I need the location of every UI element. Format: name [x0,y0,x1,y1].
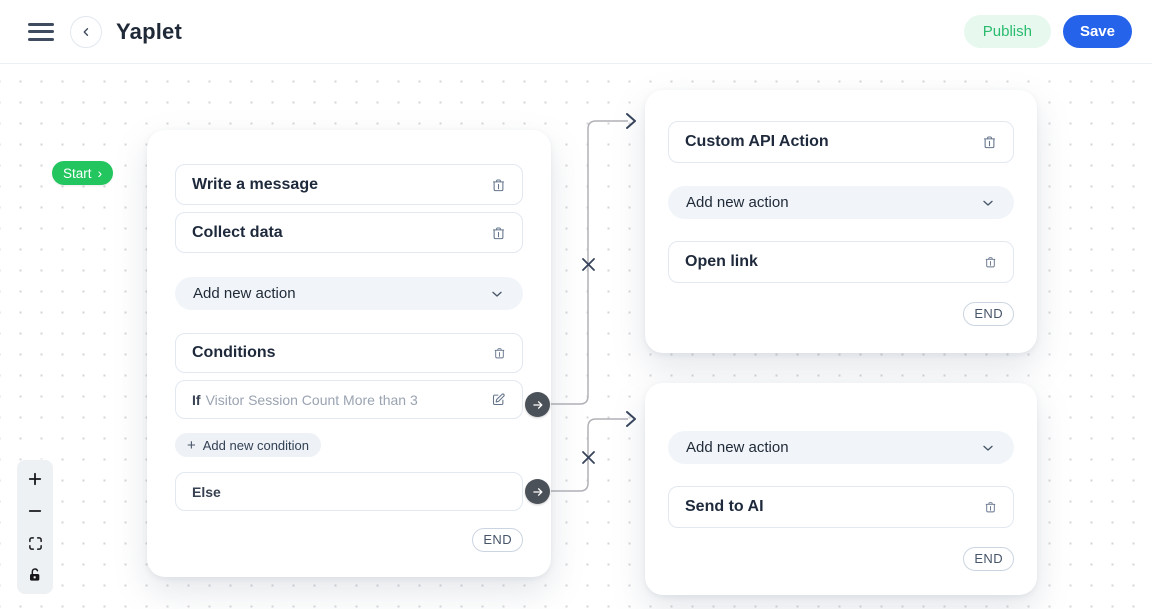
zoom-in-button[interactable] [17,463,53,495]
hamburger-icon [28,22,54,26]
delete-button[interactable] [491,225,506,241]
end-badge: END [963,547,1014,571]
edge-if-to-top-node [550,120,628,405]
action-label: Send to AI [685,498,764,515]
node-card-bottom: Add new action Send to AI END [645,383,1037,595]
if-prefix: If [192,391,201,408]
add-condition-label: Add new condition [202,437,310,453]
unlock-icon [30,568,40,581]
end-badge: END [963,302,1014,326]
conditions-row[interactable]: Conditions [175,333,523,373]
add-action-dropdown[interactable]: Add new action [668,186,1014,219]
lock-toggle-button[interactable] [17,559,53,591]
node-card-top: Custom API Action Add new action Open li… [645,90,1037,353]
action-row-write-message[interactable]: Write a message [175,164,523,205]
arrow-right-icon [532,400,542,409]
trash-icon [985,502,996,513]
arrowhead-icon [626,411,636,427]
edge-delete-x-icon[interactable] [582,451,595,464]
add-action-label: Add new action [686,194,789,211]
edge-else-to-bottom-node [550,418,628,492]
add-condition-button[interactable]: + Add new condition [175,433,322,457]
action-row-open-link[interactable]: Open link [668,241,1014,283]
trash-icon [983,136,996,149]
chevron-down-icon [489,286,505,302]
delete-button[interactable] [984,500,997,514]
action-label: Open link [685,253,758,270]
start-node[interactable]: Start › [52,161,114,185]
chevron-right-icon: › [97,165,103,181]
edit-button[interactable] [491,392,506,407]
add-action-dropdown[interactable]: Add new action [668,431,1014,464]
canvas-controls [17,460,53,594]
action-label: Write a message [192,175,318,193]
else-label: Else [192,483,221,500]
minus-icon [28,510,42,512]
action-label: Collect data [192,223,283,241]
fit-view-button[interactable] [17,527,53,559]
back-button[interactable] [70,15,102,48]
condition-if-row[interactable]: If Visitor Session Count More than 3 [175,380,523,419]
trash-icon [492,178,505,191]
delete-button[interactable] [491,177,506,193]
conditions-title: Conditions [192,344,276,361]
trash-icon [492,226,505,239]
add-action-dropdown[interactable]: Add new action [175,277,523,310]
zoom-out-button[interactable] [17,495,53,527]
plus-icon [28,472,42,486]
fit-view-icon [28,536,42,550]
action-row-custom-api[interactable]: Custom API Action [668,121,1014,163]
delete-button[interactable] [493,346,506,360]
connector-handle-if[interactable] [525,392,550,417]
end-badge: END [472,528,523,552]
plus-icon: + [187,436,196,454]
condition-else-row[interactable]: Else [175,472,523,511]
save-button[interactable]: Save [1062,15,1132,48]
menu-button[interactable] [28,22,54,42]
edge-delete-x-icon[interactable] [582,258,595,271]
page-title: Yaplet [116,18,183,44]
publish-button[interactable]: Publish [963,15,1051,48]
action-label: Custom API Action [685,133,829,150]
if-condition-text: Visitor Session Count More than 3 [205,391,418,408]
chevron-left-icon [83,27,89,36]
trash-icon [494,348,505,359]
start-label: Start [63,165,92,181]
app-header: Yaplet Publish Save [0,0,1152,64]
action-row-collect-data[interactable]: Collect data [175,212,523,253]
add-action-label: Add new action [193,285,296,302]
connector-handle-else[interactable] [525,479,550,504]
chevron-down-icon [980,440,996,456]
node-card-main: Write a message Collect data Add new act… [147,130,551,577]
chevron-down-icon [980,195,996,211]
edit-pencil-icon [492,393,505,406]
delete-button[interactable] [982,134,997,150]
trash-icon [985,257,996,268]
action-row-send-to-ai[interactable]: Send to AI [668,486,1014,528]
add-action-label: Add new action [686,439,789,456]
delete-button[interactable] [984,255,997,269]
flow-canvas[interactable]: Start › Write a message Collect data Add… [0,64,1152,609]
arrow-right-icon [532,487,542,496]
arrowhead-icon [626,113,636,129]
